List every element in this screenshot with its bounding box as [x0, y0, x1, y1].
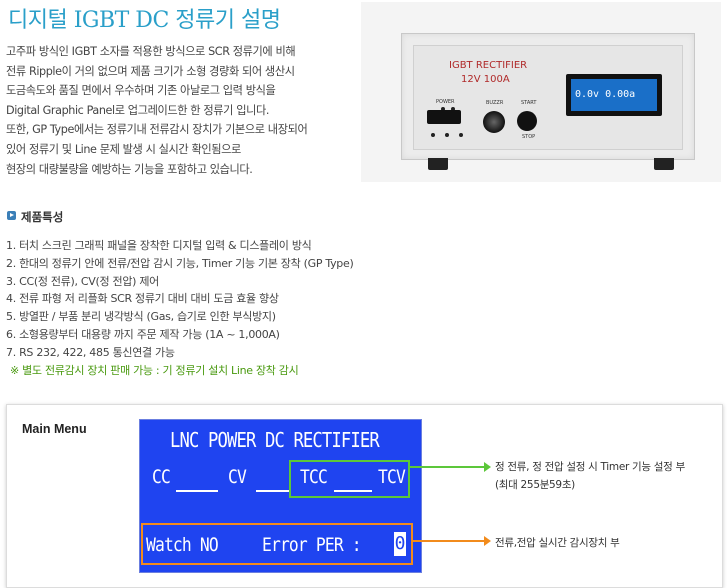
device-rating-label: 12V 100A	[461, 74, 510, 85]
monitor-arrow-line	[413, 540, 488, 542]
section-bullet-icon	[7, 211, 16, 220]
indicator-led	[441, 107, 445, 111]
timer-annotation: 정 전류, 정 전압 설정 시 Timer 기능 설정 부	[495, 461, 685, 473]
screen-cc-label: CC	[152, 466, 171, 488]
description-line: 도금속도와 품질 면에서 우수하며 기존 아날로그 입력 방식을	[6, 84, 276, 98]
description-line: 고주파 방식인 IGBT 소자를 적용한 방식으로 SCR 정류기에 비해	[6, 45, 296, 58]
indicator-led	[459, 133, 463, 137]
buzzer-label: BUZZR	[486, 100, 504, 106]
indicator-led	[451, 107, 455, 111]
device-foot	[654, 158, 674, 170]
timer-highlight-box	[289, 460, 410, 498]
features-list: 1. 터치 스크린 그래픽 패널을 장착한 디지털 입력 & 디스플레이 방식 …	[6, 237, 354, 362]
feature-item: 1. 터치 스크린 그래픽 패널을 장착한 디지털 입력 & 디스플레이 방식	[6, 239, 312, 252]
description-line: 현장의 대량불량을 예방하는 기능을 포함하고 있습니다.	[6, 162, 253, 176]
feature-item: 5. 방열판 / 부품 분리 냉각방식 (Gas, 습기로 인한 부식방지)	[6, 310, 276, 324]
description-line: Digital Graphic Panel로 업그레이드한 한 정류기 입니다.	[6, 103, 270, 117]
description-line: 있어 정류기 및 Line 문제 발생 시 실시간 확인됨으로	[6, 142, 241, 156]
screen-cc-field	[176, 490, 218, 492]
feature-item: 7. RS 232, 422, 485 통신연결 가능	[6, 345, 175, 359]
monitor-highlight-box	[141, 523, 413, 565]
feature-item: 4. 전류 파형 저 리플화 SCR 정류기 대비 대비 도금 효율 향상	[6, 292, 279, 306]
screen-heading: LNC POWER DC RECTIFIER	[170, 428, 380, 452]
screen-watch-label: Watch NO	[146, 534, 219, 556]
device-foot	[428, 158, 448, 170]
arrow-right-icon	[484, 462, 491, 472]
description-line: 또한, GP Type에서는 정류기내 전류감시 장치가 기본으로 내장되어	[6, 123, 308, 137]
device-lcd	[571, 79, 657, 111]
screen-error-label: Error PER :	[262, 534, 362, 556]
screen-cv-field	[256, 490, 290, 492]
page-title: 디지털 IGBT DC 정류기 설명	[8, 8, 281, 33]
start-stop-button	[517, 111, 537, 131]
indicator-led	[431, 133, 435, 137]
screen-tcc-field	[334, 490, 372, 492]
indicator-led	[445, 133, 449, 137]
screen-tcc-label: TCC	[300, 466, 328, 488]
screen-cv-label: CV	[228, 466, 247, 488]
timer-annotation-detail: (최대 255분59초)	[495, 479, 575, 491]
device-lcd-readout: 0.0v 0.00a	[575, 89, 636, 100]
start-label: START	[521, 100, 537, 106]
arrow-right-icon	[484, 536, 491, 546]
power-label: POWER	[436, 99, 455, 105]
features-title: 제품특성	[21, 210, 64, 224]
feature-item: 3. CC(정 전류), CV(정 전압) 제어	[6, 274, 159, 288]
buzzer-knob	[483, 111, 505, 133]
features-note: ※ 별도 전류감시 장치 판매 가능 : 기 정류기 설치 Line 장착 감시	[10, 364, 299, 377]
main-menu-title: Main Menu	[22, 422, 87, 436]
timer-arrow-line	[410, 466, 488, 468]
feature-item: 6. 소형용량부터 대용량 까지 주문 제작 가능 (1A ~ 1,000A)	[6, 327, 280, 341]
screen-error-value: 0	[394, 532, 406, 556]
power-switch	[427, 110, 461, 124]
feature-item: 2. 한대의 정류기 안에 전류/전압 감시 기능, Timer 기능 기본 장…	[6, 256, 354, 270]
description-line: 전류 Ripple이 거의 없으며 제품 크기가 소형 경량화 되어 생산시	[6, 64, 295, 78]
stop-label: STOP	[522, 134, 536, 140]
monitor-annotation: 전류,전압 실시간 감시장치 부	[495, 537, 620, 549]
screen-tcv-label: TCV	[378, 466, 406, 488]
device-model-label: IGBT RECTIFIER	[449, 60, 528, 71]
product-description: 고주파 방식인 IGBT 소자를 적용한 방식으로 SCR 정류기에 비해 전류…	[6, 42, 351, 179]
